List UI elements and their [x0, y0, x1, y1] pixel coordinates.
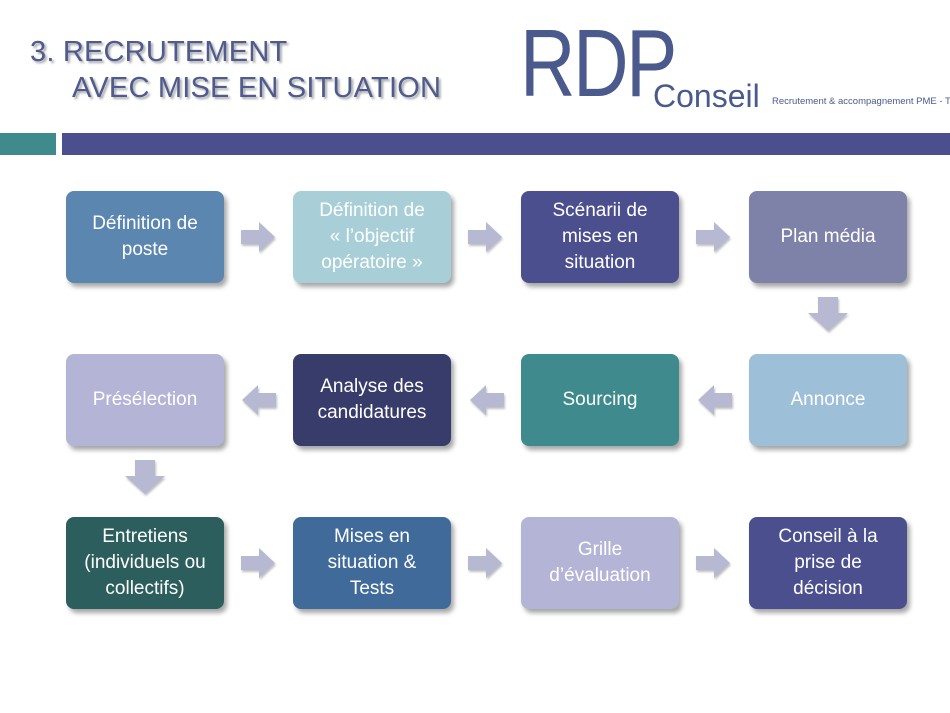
arrow-right-icon: [696, 222, 730, 252]
step-analyse-candidatures: Analyse des candidatures: [293, 354, 451, 446]
step-sourcing: Sourcing: [521, 354, 679, 446]
arrow-left-icon: [242, 385, 276, 415]
step-conseil-decision: Conseil à la prise de décision: [749, 517, 907, 609]
logo-word: Conseil: [653, 78, 760, 114]
rdp-conseil-logo: RDP Conseil Recrutement & accompagnement…: [520, 14, 950, 120]
step-annonce: Annonce: [749, 354, 907, 446]
arrow-down-icon: [125, 460, 165, 494]
step-objectif-operatoire: Définition de « l’objectif opératoire »: [293, 191, 451, 283]
step-grille-evaluation: Grille d’évaluation: [521, 517, 679, 609]
arrow-right-icon: [468, 548, 502, 578]
logo-mark: RDP: [520, 10, 677, 117]
slide-title-line-2: AVEC MISE EN SITUATION: [72, 72, 442, 104]
header-divider-teal: [0, 133, 56, 155]
step-preselection: Présélection: [66, 354, 224, 446]
arrow-right-icon: [241, 222, 275, 252]
step-definition-poste: Définition de poste: [66, 191, 224, 283]
step-plan-media: Plan média: [749, 191, 907, 283]
arrow-right-icon: [241, 548, 275, 578]
arrow-right-icon: [696, 548, 730, 578]
arrow-down-icon: [808, 297, 848, 331]
step-mises-en-situation-tests: Mises en situation & Tests: [293, 517, 451, 609]
arrow-right-icon: [468, 222, 502, 252]
header-divider-indigo: [62, 133, 950, 155]
slide-title-line-1: 3. RECRUTEMENT: [30, 36, 288, 68]
step-scenarii-mises-en-situation: Scénarii de mises en situation: [521, 191, 679, 283]
arrow-left-icon: [470, 385, 504, 415]
slide-title: 3. RECRUTEMENT AVEC MISE EN SITUATION: [30, 34, 441, 106]
arrow-left-icon: [698, 385, 732, 415]
step-entretiens: Entretiens (individuels ou collectifs): [66, 517, 224, 609]
logo-tagline: Recrutement & accompagnement PME - TPE: [772, 96, 950, 107]
